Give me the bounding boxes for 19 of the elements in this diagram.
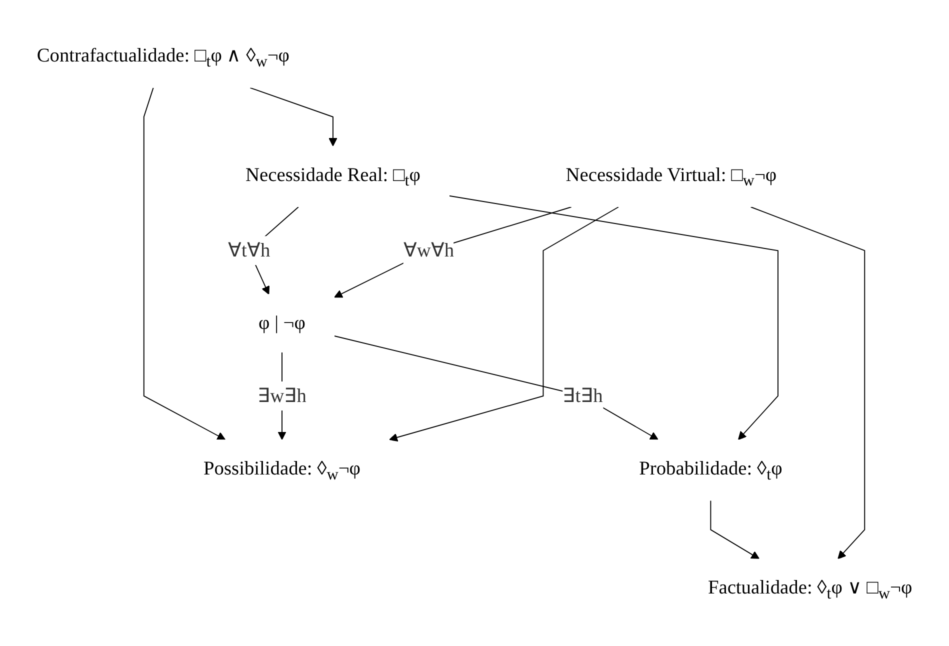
node-text: Probabilidade: ◊$_{t}$φ	[639, 458, 782, 483]
node-text: Necessidade Virtual: □$_{w}$¬φ	[566, 164, 777, 190]
node-text: Possibilidade: ◊$_{w}$¬φ	[204, 458, 360, 483]
node-text: Contrafactualidade: □$_{t}$φ ∧ ◊$_{w}$¬φ	[36, 44, 290, 70]
node-text: φ | ¬φ	[258, 312, 306, 334]
arrow	[334, 335, 658, 440]
edge-label: ∃w∃h	[258, 385, 306, 406]
arrow	[750, 206, 866, 559]
edge-label: ∀w∀h	[403, 240, 454, 261]
node-text: Factualidade: ◊$_{t}$φ ∨ □$_{w}$¬φ	[708, 576, 912, 602]
node-text: Necessidade Real: □$_{t}$φ	[246, 164, 420, 190]
arrow	[389, 206, 619, 442]
edge-label: ∃t∃h	[562, 385, 603, 406]
edge-label: ∀t∀h	[228, 240, 270, 261]
arrow	[334, 206, 572, 298]
arrow	[448, 195, 778, 440]
arrow	[710, 500, 760, 559]
arrow	[250, 87, 338, 146]
arrow	[143, 87, 226, 440]
